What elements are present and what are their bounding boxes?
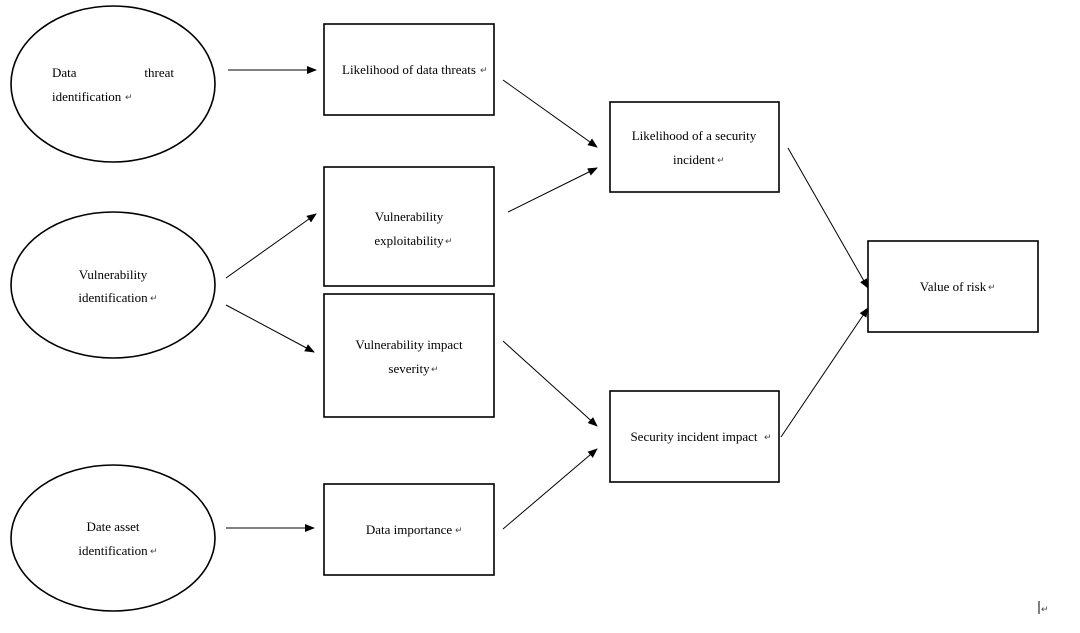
node-incident-impact: Security incident impact ↵	[609, 390, 780, 483]
edge-vuln-impact-to-incident-impact	[502, 340, 598, 427]
box-shape	[323, 166, 495, 287]
node-text-line: Data	[52, 65, 77, 80]
edge-vuln-id-to-vuln-exploit	[225, 213, 317, 279]
box-shape	[609, 101, 780, 193]
node-vuln-impact: Vulnerability impact severity ↵	[323, 293, 495, 418]
box-shape	[323, 293, 495, 418]
node-text-line: Vulnerability	[375, 209, 444, 224]
node-vuln-exploit: Vulnerability exploitability ↵	[323, 166, 495, 287]
edge-likelihood-threats-to-likelihood-incident	[502, 79, 598, 148]
node-data-importance: Data importance ↵	[323, 483, 495, 576]
node-text-line: Date asset	[86, 519, 139, 534]
document-end-marker: ↵	[1038, 601, 1049, 615]
node-text-line: Vulnerability	[79, 267, 148, 282]
box-shape	[323, 23, 495, 116]
node-asset-id: Date asset identification ↵	[10, 464, 216, 612]
edge-incident-impact-to-value-risk	[780, 307, 869, 438]
paragraph-mark: ↵	[764, 433, 772, 443]
paragraph-mark: ↵	[480, 66, 488, 76]
node-text-line: identification	[78, 290, 148, 305]
paragraph-mark: ↵	[150, 294, 158, 304]
ellipse-shape	[10, 5, 216, 163]
node-value-risk: Value of risk ↵	[867, 240, 1039, 333]
edge-data-importance-to-incident-impact	[502, 448, 598, 530]
node-text-line: exploitability	[374, 233, 444, 248]
ellipse-shape	[10, 211, 216, 359]
paragraph-mark: ↵	[1041, 605, 1049, 615]
edge-vuln-exploit-to-likelihood-incident	[507, 167, 598, 213]
paragraph-mark: ↵	[445, 237, 453, 247]
paragraph-mark: ↵	[455, 526, 463, 536]
node-text-line: severity	[388, 361, 430, 376]
node-text-line: Vulnerability impact	[355, 337, 463, 352]
paragraph-mark: ↵	[717, 156, 725, 166]
node-text-line: Value of risk	[920, 279, 987, 294]
node-text-line: Data importance	[366, 522, 452, 537]
node-text-line: threat	[144, 65, 174, 80]
box-shape	[323, 483, 495, 576]
node-text-line: identification	[52, 89, 122, 104]
node-text-line: incident	[673, 152, 715, 167]
ellipse-shape	[10, 464, 216, 612]
node-text-line: Security incident impact	[630, 429, 757, 444]
paragraph-mark: ↵	[125, 93, 133, 103]
node-text-line: identification	[78, 543, 148, 558]
node-vuln-id: Vulnerability identification ↵	[10, 211, 216, 359]
edge-likelihood-incident-to-value-risk	[787, 147, 869, 289]
box-shape	[867, 240, 1039, 333]
node-likelihood-threats: Likelihood of data threats ↵	[323, 23, 495, 116]
box-shape	[609, 390, 780, 483]
edges	[225, 66, 869, 532]
node-text-line: Likelihood of data threats	[342, 62, 476, 77]
node-text-line: Likelihood of a security	[632, 128, 757, 143]
node-likelihood-incident: Likelihood of a security incident ↵	[609, 101, 780, 193]
node-threat-id: Data threat identification ↵	[10, 5, 216, 163]
edge-vuln-id-to-vuln-impact	[225, 304, 315, 353]
paragraph-mark: ↵	[431, 365, 439, 375]
paragraph-mark: ↵	[988, 283, 996, 293]
paragraph-mark: ↵	[150, 547, 158, 557]
